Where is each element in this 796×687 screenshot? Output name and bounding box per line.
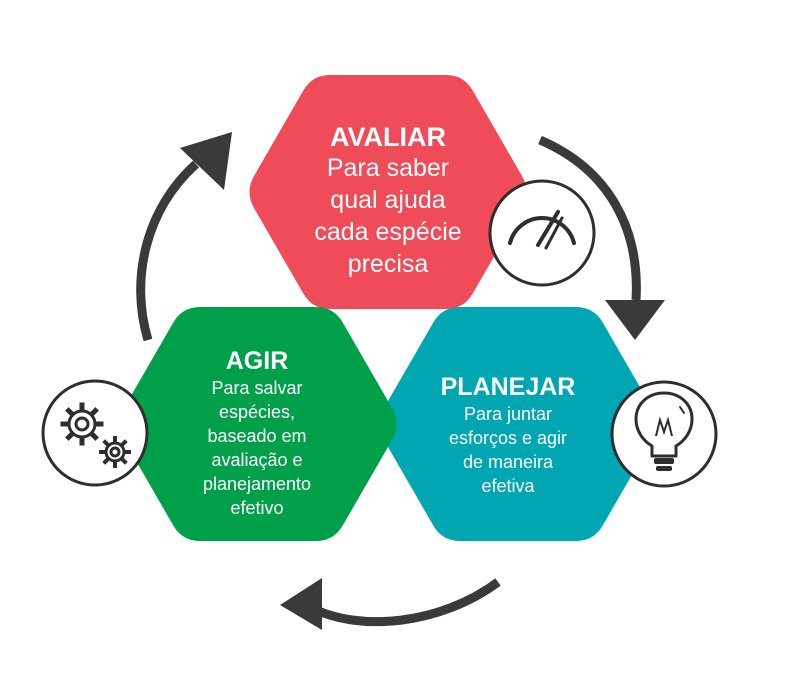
avaliar-node: AVALIAR Para saber qual ajuda cada espéc… (288, 122, 488, 280)
agir-node: AGIR Para salvar espécies, baseado em av… (168, 346, 346, 520)
gauge-icon (488, 179, 596, 287)
planejar-line: Para juntar (463, 404, 553, 424)
agir-title: AGIR (225, 347, 289, 375)
agir-line: efetivo (230, 498, 284, 518)
lightbulb-icon (610, 380, 718, 488)
planejar-line: de maneira (462, 452, 554, 472)
avaliar-line: qual ajuda (330, 186, 446, 214)
arrowhead-bottom (280, 578, 322, 630)
arrow-planejar-to-agir (309, 578, 501, 627)
hexagon-planejar (379, 307, 657, 541)
agir-description: Para salvar espécies, baseado em avaliaç… (168, 376, 346, 520)
arrow-heads (180, 132, 665, 630)
arrow-agir-to-avaliar (136, 160, 200, 342)
hexagon-avaliar (249, 75, 527, 309)
planejar-line: esforços e agir (448, 428, 568, 448)
planejar-node: PLANEJAR Para juntar esforços e agir de … (418, 372, 598, 498)
hexagon-agir (119, 307, 397, 541)
avaliar-line: Para saber (326, 154, 450, 182)
planejar-title: PLANEJAR (440, 373, 576, 401)
planejar-description: Para juntar esforços e agir de maneira e… (418, 402, 598, 498)
avaliar-line: cada espécie (314, 218, 462, 246)
planejar-line: efetiva (481, 476, 535, 496)
arrowhead-left (180, 132, 232, 190)
cycle-arrows (136, 135, 641, 627)
agir-line: espécies, (218, 402, 296, 422)
avaliar-title: AVALIAR (330, 122, 446, 152)
arrowhead-right (605, 300, 665, 340)
arrow-avaliar-to-planejar (538, 135, 641, 301)
agir-line: avaliação e (211, 450, 303, 470)
avaliar-line: precisa (347, 250, 429, 278)
gears-icon (41, 379, 149, 487)
agir-line: Para salvar (211, 378, 303, 398)
avaliar-description: Para saber qual ajuda cada espécie preci… (288, 152, 488, 280)
agir-line: baseado em (207, 426, 307, 446)
agir-line: planejamento (202, 474, 312, 494)
